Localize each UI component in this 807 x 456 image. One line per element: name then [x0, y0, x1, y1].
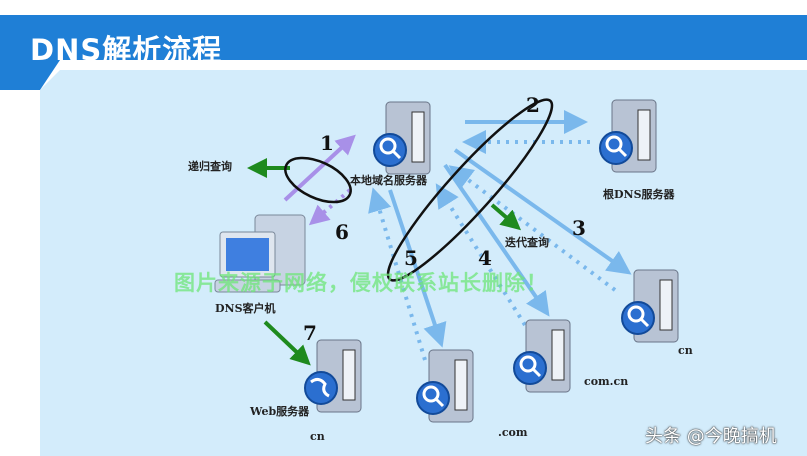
label-local-server: 本地域名服务器 — [350, 174, 427, 187]
step-1: 1 — [320, 131, 334, 155]
local-server-icon — [373, 101, 431, 175]
step-6: 6 — [335, 220, 349, 244]
label-cn-web: cn — [310, 430, 325, 443]
step-2: 2 — [526, 93, 540, 117]
ellipse-recursive — [284, 156, 352, 204]
ellipse-iterative — [386, 98, 554, 282]
page-title: DNS解析流程 — [30, 33, 223, 67]
web-server-globe-icon — [304, 339, 362, 413]
step-3: 3 — [572, 216, 586, 240]
com-cn-server-icon — [513, 319, 571, 393]
label-com-cn: com.cn — [584, 375, 629, 388]
step-4: 4 — [478, 246, 492, 270]
label-recursive: 递归查询 — [188, 160, 232, 173]
cn-server-icon — [621, 269, 679, 343]
label-com: .com — [498, 426, 528, 439]
com-server-icon — [416, 349, 474, 423]
label-iterative: 迭代查询 — [505, 236, 549, 249]
credit-text: 头条 @今晚搞机 — [645, 426, 777, 447]
dns-client-pc-icon — [214, 214, 306, 293]
step-7: 7 — [303, 321, 317, 345]
label-root-server: 根DNS服务器 — [603, 188, 675, 201]
label-client: DNS客户机 — [215, 302, 276, 315]
watermark-text: 图片来源于网络，侵权联系站长删除！ — [174, 271, 548, 295]
step-5: 5 — [404, 246, 418, 270]
title-banner — [0, 15, 807, 90]
label-cn: cn — [678, 344, 693, 357]
label-web-server: Web服务器 — [250, 405, 310, 418]
root-server-icon — [599, 99, 657, 173]
